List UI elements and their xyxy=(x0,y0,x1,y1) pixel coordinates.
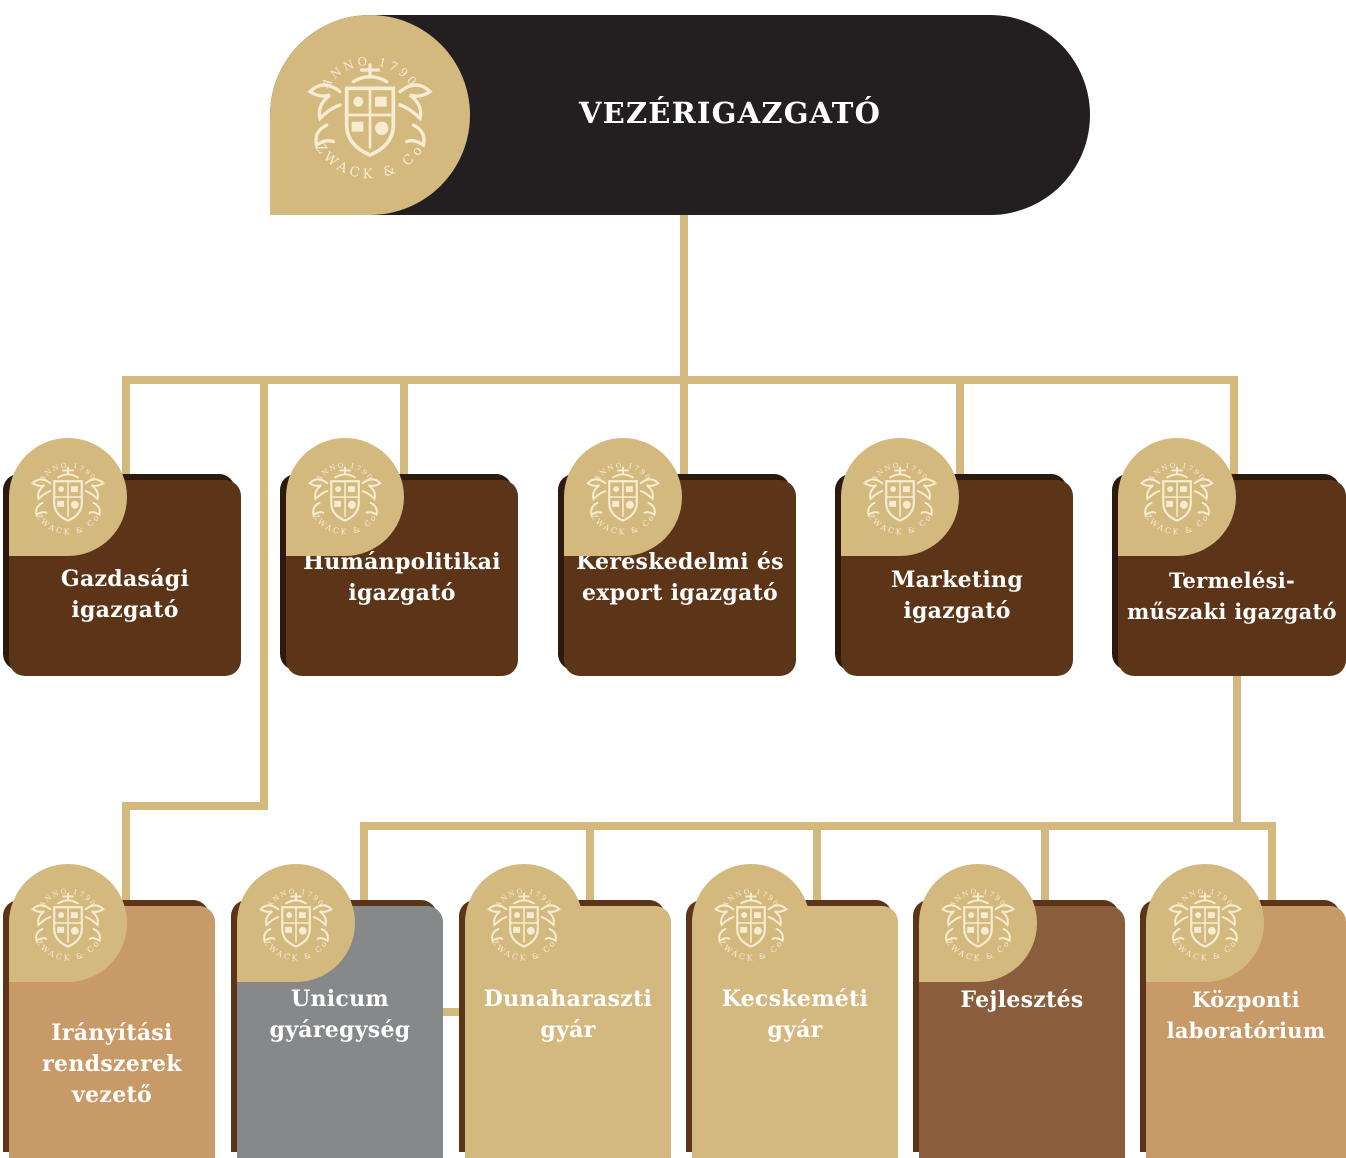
director-label: Humánpolitikai igazgató xyxy=(303,549,501,606)
unit-label: Dunaharaszti gyár xyxy=(483,986,653,1043)
unit-label: Központi laboratórium xyxy=(1166,987,1326,1043)
director-label: Termelési-műszaki igazgató xyxy=(1127,568,1337,624)
director-label: Marketing igazgató xyxy=(890,567,1024,624)
unit-label: Irányítási rendszerek vezető xyxy=(42,1019,182,1108)
director-node-kereskedelmi: Kereskedelmi és export igazgató ANNO 179… xyxy=(564,438,796,676)
director-label: Kereskedelmi és export igazgató xyxy=(576,549,784,606)
unit-label: Unicum gyáregység xyxy=(269,986,411,1043)
unit-label: Fejlesztés xyxy=(960,986,1084,1013)
unit-label: Kecskeméti gyár xyxy=(721,986,869,1043)
ceo-title: VEZÉRIGAZGATÓ xyxy=(578,96,882,130)
director-label: Gazdasági igazgató xyxy=(60,566,190,623)
